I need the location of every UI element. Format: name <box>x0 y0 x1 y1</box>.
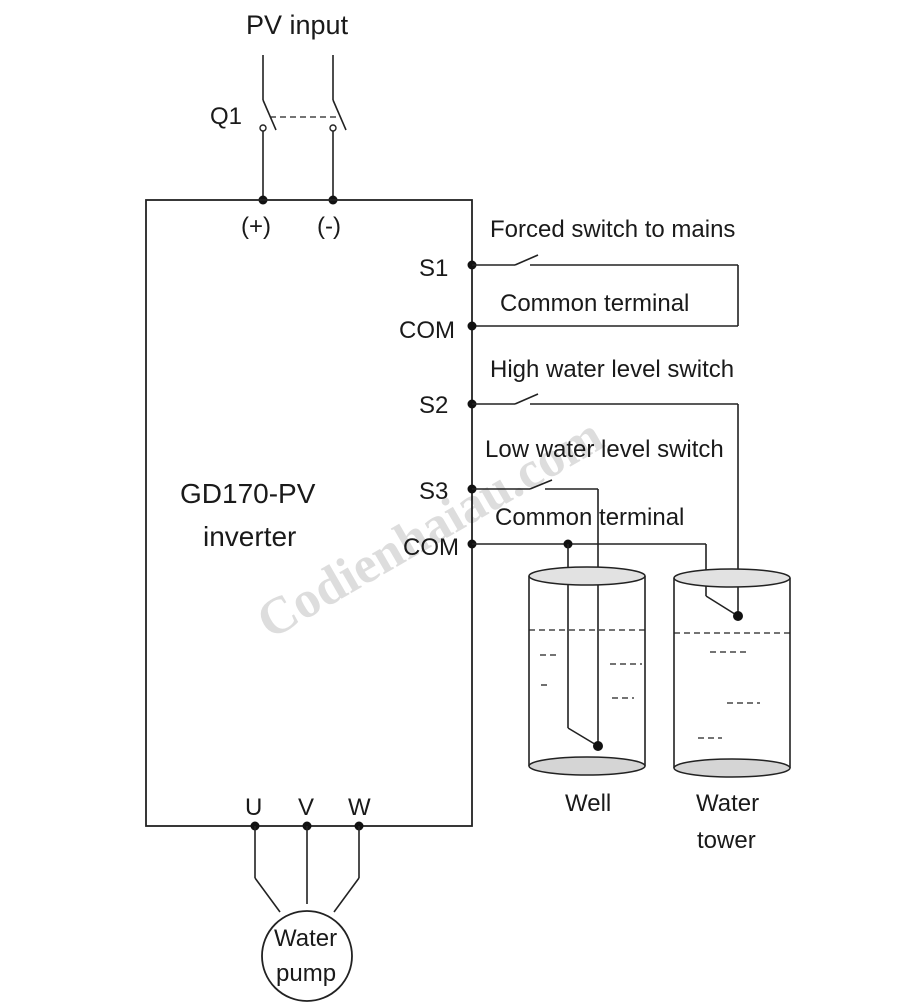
terminal-w: W <box>348 794 371 821</box>
forced-switch-circuit <box>467 254 739 331</box>
common-terminal-label-2: Common terminal <box>495 504 684 531</box>
pump-label-1: Water <box>274 925 337 952</box>
terminal-com2: COM <box>403 534 459 561</box>
low-level-circuit <box>467 479 599 746</box>
pump-label-2: pump <box>276 960 336 987</box>
terminal-v: V <box>298 794 314 821</box>
terminal-s3: S3 <box>419 478 448 505</box>
water-tower-label-2: tower <box>697 827 756 854</box>
high-level-label: High water level switch <box>490 356 734 383</box>
breaker-q1 <box>258 55 347 205</box>
terminal-plus: (+) <box>241 213 271 240</box>
forced-switch-label: Forced switch to mains <box>490 216 735 243</box>
water-tower-label-1: Water <box>696 790 759 817</box>
low-level-label: Low water level switch <box>485 436 724 463</box>
terminal-com1: COM <box>399 317 455 344</box>
breaker-label: Q1 <box>210 103 242 130</box>
water-tower-tank <box>673 568 791 778</box>
motor-wiring <box>250 821 364 1002</box>
common-terminal-label-1: Common terminal <box>500 290 689 317</box>
terminal-u: U <box>245 794 262 821</box>
terminal-s2: S2 <box>419 392 448 419</box>
inverter-name: GD170-PV <box>180 478 316 509</box>
terminal-s1: S1 <box>419 255 448 282</box>
well-label: Well <box>565 790 611 817</box>
pv-input-title: PV input <box>246 10 349 40</box>
inverter-subtitle: inverter <box>203 521 296 552</box>
well-tank <box>528 566 646 776</box>
water-pump-symbol <box>261 910 353 1002</box>
terminal-minus: (-) <box>317 213 341 240</box>
